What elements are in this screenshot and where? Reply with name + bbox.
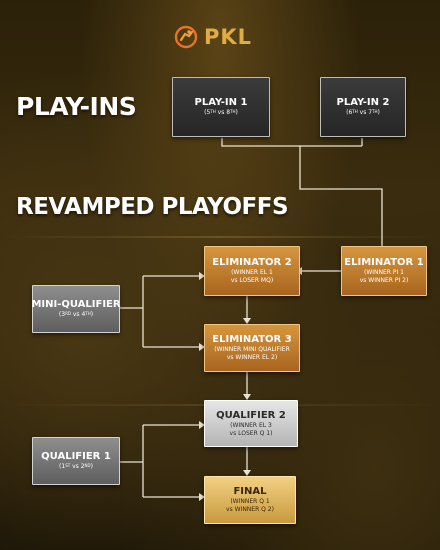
- logo-text: PKL: [204, 25, 253, 49]
- eliminator-1-box: ELIMINATOR 1 (WINNER PI 1 vs WINNER PI 2…: [341, 246, 427, 296]
- eliminator-3-title: ELIMINATOR 3: [212, 334, 292, 345]
- eliminator-3-line1: (WINNER MINI QUALIFIER: [214, 346, 290, 353]
- play-in-2-box: PLAY-IN 2 (6TH vs 7TH): [320, 77, 406, 137]
- eliminator-1-line1: (WINNER PI 1: [364, 269, 404, 276]
- eliminator-1-line2: vs WINNER PI 2): [359, 277, 409, 284]
- qualifier-1-matchup: (1ST vs 2ND): [59, 463, 93, 470]
- qualifier-1-box: QUALIFIER 1 (1ST vs 2ND): [32, 437, 120, 485]
- qualifier-2-box: QUALIFIER 2 (WINNER EL 3 vs LOSER Q 1): [204, 400, 298, 447]
- eliminator-3-box: ELIMINATOR 3 (WINNER MINI QUALIFIER vs W…: [204, 324, 300, 372]
- final-box: FINAL (WINNER Q 1 vs WINNER Q 2): [204, 476, 296, 524]
- kabaddi-player-icon: [174, 25, 198, 49]
- play-in-1-matchup: (5TH vs 8TH): [204, 109, 238, 116]
- revamped-playoffs-heading: REVAMPED PLAYOFFS: [16, 194, 289, 220]
- eliminator-2-title: ELIMINATOR 2: [212, 257, 292, 268]
- qualifier-2-line1: (WINNER EL 3: [230, 421, 272, 429]
- eliminator-2-line2: vs LOSER MQ): [230, 277, 274, 284]
- play-in-2-matchup: (6TH vs 7TH): [346, 109, 380, 116]
- play-in-2-title: PLAY-IN 2: [336, 97, 390, 108]
- pkl-logo: PKL: [174, 22, 266, 52]
- eliminator-2-line1: (WINNER EL 1: [231, 269, 273, 276]
- eliminator-2-box: ELIMINATOR 2 (WINNER EL 1 vs LOSER MQ): [204, 246, 300, 296]
- play-in-1-title: PLAY-IN 1: [194, 97, 248, 108]
- play-ins-heading: PLAY-INS: [16, 92, 137, 121]
- mini-qualifier-matchup: (3RD vs 4TH): [58, 311, 94, 318]
- final-title: FINAL: [233, 486, 267, 497]
- qualifier-2-title: QUALIFIER 2: [216, 409, 286, 421]
- qualifier-1-title: QUALIFIER 1: [41, 451, 111, 462]
- mini-qualifier-box: MINI-QUALIFIER (3RD vs 4TH): [31, 285, 121, 333]
- final-line1: (WINNER Q 1: [230, 498, 270, 505]
- qualifier-2-line2: vs LOSER Q 1): [229, 429, 273, 437]
- play-in-1-box: PLAY-IN 1 (5TH vs 8TH): [172, 77, 270, 137]
- final-line2: vs WINNER Q 2): [226, 506, 274, 513]
- eliminator-1-title: ELIMINATOR 1: [344, 257, 424, 268]
- eliminator-3-line2: vs WINNER EL 2): [226, 354, 278, 361]
- mini-qualifier-title: MINI-QUALIFIER: [31, 299, 121, 310]
